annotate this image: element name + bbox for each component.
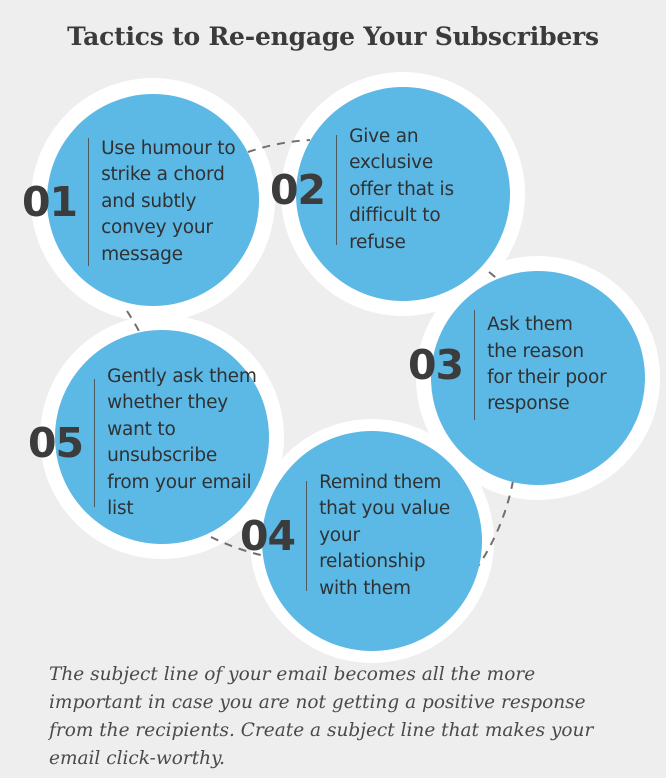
- step-number-03: 03: [408, 340, 464, 389]
- footer-caption: The subject line of your email becomes a…: [49, 664, 594, 770]
- circle-step-03: [431, 271, 645, 485]
- step-divider-03: [474, 310, 476, 420]
- circle-step-02: [296, 87, 510, 301]
- step-text-02: Give an exclusive offer that is difficul…: [349, 126, 454, 253]
- step-divider-01: [88, 138, 90, 267]
- step-number-04: 04: [240, 511, 296, 560]
- step-text-03: Ask them the reason for their poor respo…: [487, 314, 607, 415]
- step-item-03[interactable]: 03 Ask them the reason for their poor re…: [408, 310, 607, 420]
- connector-05-01: [126, 310, 143, 338]
- blue-circle-group: [47, 87, 645, 651]
- step-item-02[interactable]: 02 Give an exclusive offer that is diffi…: [270, 124, 477, 256]
- step-text-05: Gently ask them whether they want to uns…: [107, 366, 257, 520]
- circle-step-04: [262, 431, 482, 651]
- step-divider-05: [94, 379, 96, 508]
- connector-01-02: [247, 139, 311, 153]
- step-item-04[interactable]: 04 Remind them that you value your relat…: [240, 470, 459, 602]
- step-text-01: Use humour to strike a chord and subtly …: [101, 138, 236, 265]
- step-number-01: 01: [22, 177, 78, 226]
- step-item-05[interactable]: 05 Gently ask them whether they want to …: [28, 364, 259, 523]
- step-item-01[interactable]: 01 Use humour to strike a chord and subt…: [22, 136, 243, 268]
- step-number-05: 05: [28, 418, 84, 467]
- circle-step-05: [55, 330, 269, 544]
- step-text-04: Remind them that you value your relation…: [319, 472, 451, 599]
- step-number-02: 02: [270, 165, 326, 214]
- circle-step-01: [47, 94, 259, 306]
- step-divider-04: [306, 481, 308, 592]
- step-divider-02: [336, 135, 338, 246]
- page-title: Tactics to Re-engage Your Subscribers: [67, 22, 599, 51]
